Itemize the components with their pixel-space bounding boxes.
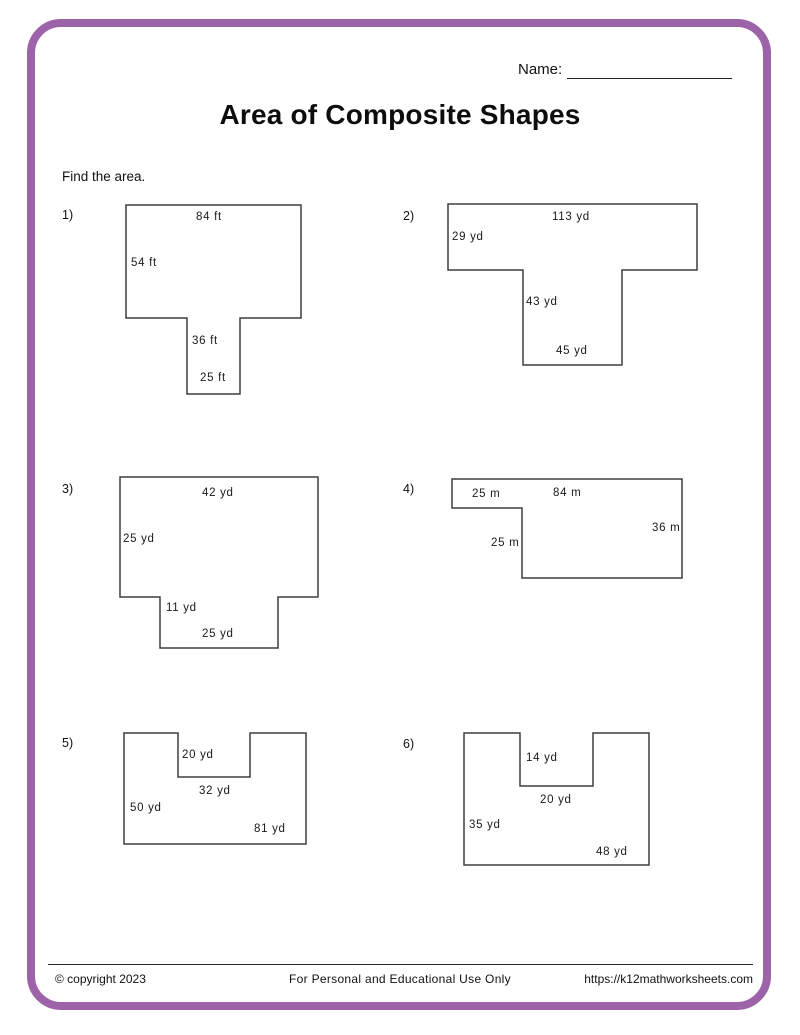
dimension-label: 20 yd: [182, 749, 214, 761]
dimension-label: 84 m: [553, 487, 582, 499]
name-blank-line: [567, 60, 732, 79]
shape-outline: [119, 476, 319, 649]
dimension-label: 48 yd: [596, 846, 628, 858]
problem-3: 3) 42 yd 25 yd 11 yd 25 yd: [55, 475, 335, 660]
problem-number: 3): [62, 482, 74, 496]
problem-5: 5) 20 yd 32 yd 50 yd 81 yd: [55, 728, 315, 853]
composite-shape-figure: [125, 204, 302, 395]
dimension-label: 14 yd: [526, 752, 558, 764]
footer-divider: [48, 964, 753, 965]
dimension-label: 36 m: [652, 522, 681, 534]
composite-shape-figure: [463, 732, 650, 866]
dimension-label: 81 yd: [254, 823, 286, 835]
footer-usage-note: For Personal and Educational Use Only: [289, 972, 511, 986]
composite-shape-figure: [123, 732, 307, 845]
shape-outline: [451, 478, 683, 579]
dimension-label: 45 yd: [556, 345, 588, 357]
problem-number: 4): [403, 482, 415, 496]
decorative-border: [27, 19, 771, 1010]
dimension-label: 11 yd: [166, 602, 197, 614]
problem-6: 6) 14 yd 20 yd 35 yd 48 yd: [395, 728, 665, 873]
dimension-label: 50 yd: [130, 802, 162, 814]
problem-1: 1) 84 ft 54 ft 36 ft 25 ft: [55, 200, 365, 410]
dimension-label: 25 yd: [202, 628, 234, 640]
dimension-label: 42 yd: [202, 487, 234, 499]
dimension-label: 113 yd: [552, 211, 590, 223]
composite-shape-figure: [119, 476, 319, 649]
problem-4: 4) 25 m 84 m 36 m 25 m: [395, 475, 695, 590]
page-title: Area of Composite Shapes: [219, 99, 581, 130]
dimension-label: 25 ft: [200, 372, 226, 384]
composite-shape-figure: [447, 203, 698, 366]
dimension-label: 43 yd: [526, 296, 558, 308]
footer-copyright: © copyright 2023: [55, 972, 146, 986]
name-label: Name:: [518, 61, 563, 78]
composite-shape-figure: [451, 478, 683, 579]
dimension-label: 35 yd: [469, 819, 501, 831]
dimension-label: 25 yd: [123, 533, 155, 545]
shape-outline: [125, 204, 302, 395]
problem-number: 2): [403, 209, 415, 223]
dimension-label: 32 yd: [199, 785, 231, 797]
shape-outline: [123, 732, 307, 845]
dimension-label: 25 m: [472, 488, 501, 500]
problem-2: 2) 113 yd 29 yd 43 yd 45 yd: [395, 200, 715, 380]
shape-outline: [447, 203, 698, 366]
shape-outline: [463, 732, 650, 866]
problem-number: 6): [403, 737, 415, 751]
dimension-label: 36 ft: [192, 335, 218, 347]
instruction-text: Find the area.: [62, 169, 146, 184]
problem-number: 5): [62, 736, 74, 750]
dimension-label: 54 ft: [131, 257, 157, 269]
footer-url: https://k12mathworksheets.com: [584, 972, 753, 986]
dimension-label: 84 ft: [196, 211, 222, 223]
dimension-label: 25 m: [491, 537, 520, 549]
problem-number: 1): [62, 208, 74, 222]
dimension-label: 20 yd: [540, 794, 572, 806]
dimension-label: 29 yd: [452, 231, 484, 243]
